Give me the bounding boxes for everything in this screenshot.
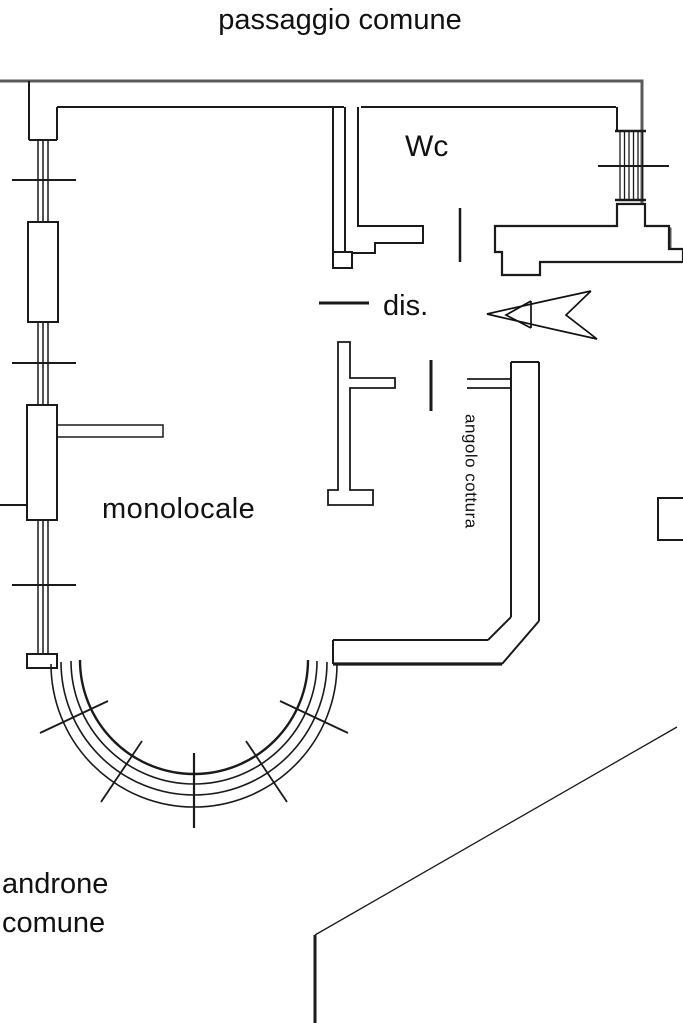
wall-pier [26, 404, 58, 521]
wall-pier [27, 221, 59, 323]
window-glazing-icon [37, 520, 49, 654]
label-dis: dis. [383, 290, 429, 322]
kitchen-partition-bar [467, 378, 511, 389]
bay-window-ticks [39, 700, 349, 828]
kitchen-wall [487, 361, 540, 665]
top-left-corner-wall [28, 81, 58, 141]
wc-right-pier [493, 202, 683, 277]
label-androne-line2: comune [2, 907, 106, 940]
label-androne-line1: androne [2, 868, 109, 900]
bay-left-sill [26, 653, 58, 669]
walls [0, 81, 683, 1023]
wc-partition-wall [332, 107, 353, 269]
androne-diagonal-wall [314, 726, 678, 936]
label-wc: Wc [405, 130, 449, 163]
t-partition-wall [327, 341, 396, 506]
label-monolocale: monolocale [102, 493, 256, 525]
closet-partition [57, 424, 164, 438]
wc-left-wall [352, 107, 424, 254]
north-arrow-icon [486, 290, 598, 340]
label-angolo-cottura: angolo cottura [461, 414, 481, 529]
label-passaggio-comune: passaggio comune [218, 4, 462, 36]
bottom-wall [332, 639, 488, 664]
label-androne-comune: androne comune [2, 865, 172, 943]
right-edge-opening [657, 497, 683, 541]
